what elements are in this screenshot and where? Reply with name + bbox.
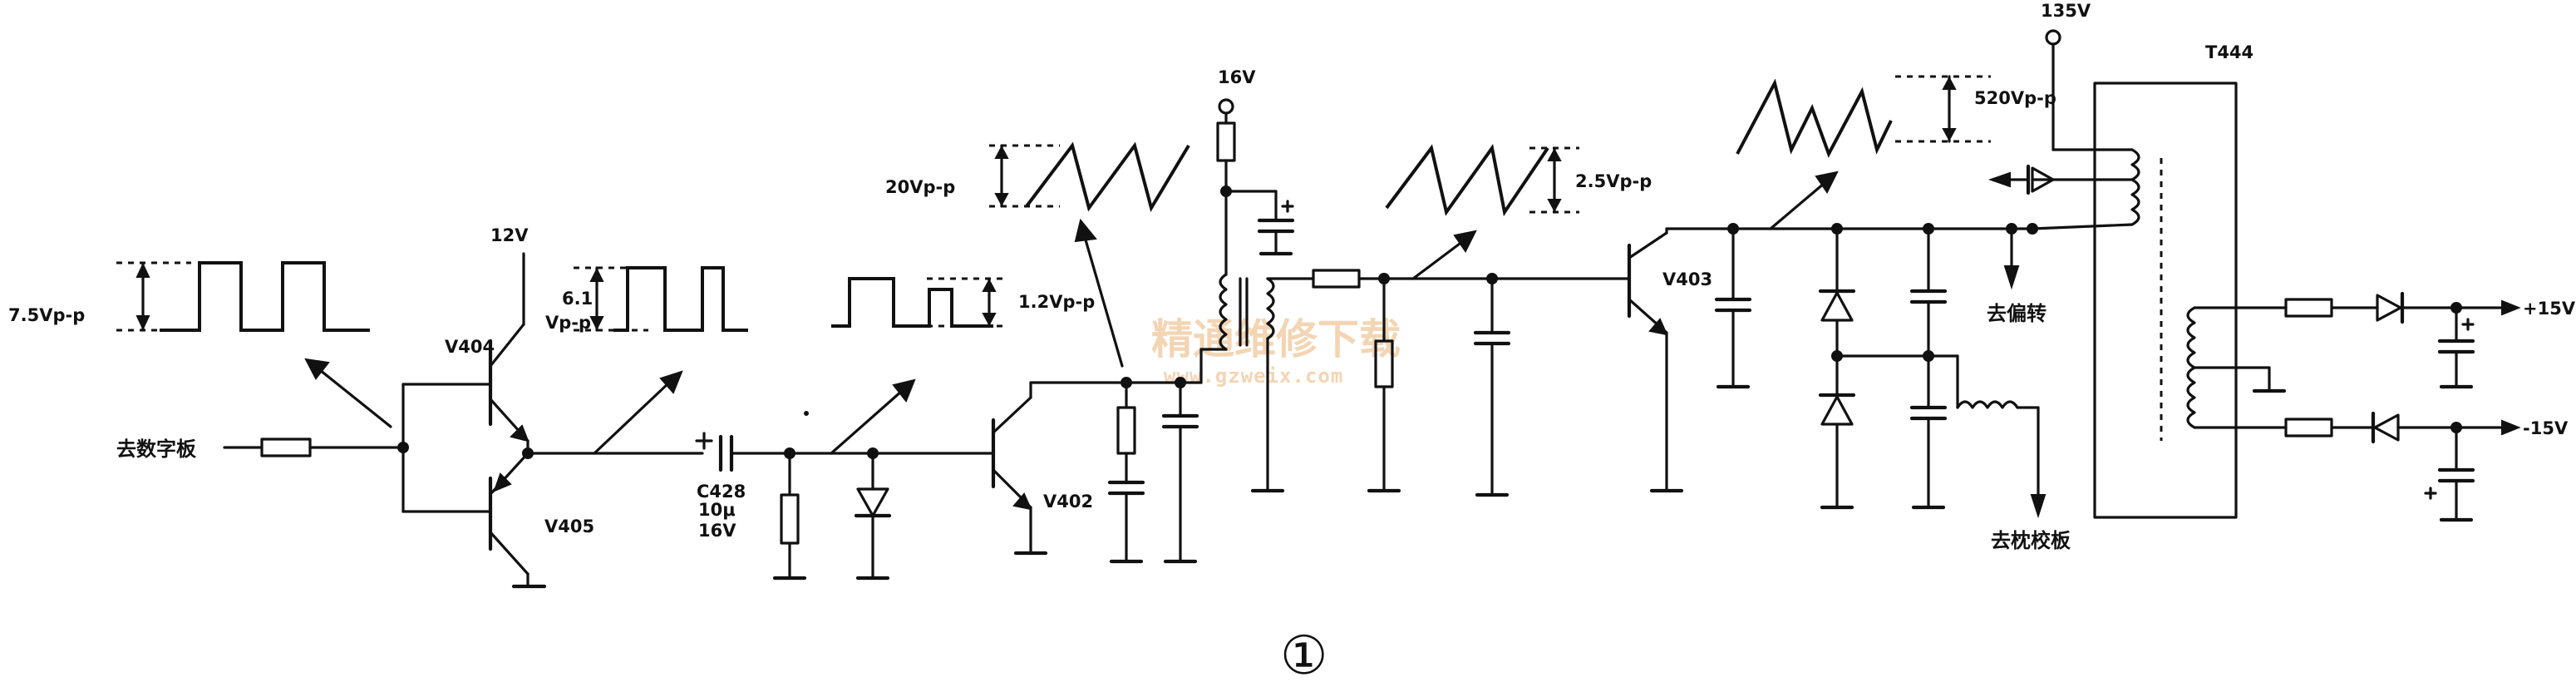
transistor-v405: V405 bbox=[488, 452, 594, 589]
input-resistor bbox=[260, 437, 312, 457]
waveform-20vpp: 20Vp-p bbox=[885, 141, 1190, 213]
transistor-v402: V402 bbox=[991, 218, 1203, 564]
label-c428: C428 bbox=[697, 482, 746, 502]
waveform-2-5vpp: 2.5Vp-p bbox=[1385, 144, 1652, 217]
label-c428-voltage: 16V bbox=[698, 521, 736, 541]
watermark-title: 精通维修下载 bbox=[1151, 315, 1401, 363]
label-to-digital-board: 去数字板 bbox=[116, 437, 197, 461]
label-c428-value: 10μ bbox=[698, 500, 736, 520]
watermark-url: www.gzweix.com bbox=[1164, 364, 1343, 388]
plus-15v-output: +15V bbox=[2284, 291, 2576, 389]
label-v403: V403 bbox=[1662, 269, 1712, 289]
label-2-5vpp: 2.5Vp-p bbox=[1575, 171, 1652, 191]
label-v404: V404 bbox=[445, 337, 495, 357]
label-7-5vpp: 7.5Vp-p bbox=[8, 305, 85, 325]
label-v405: V405 bbox=[544, 517, 594, 536]
label-plus-15v: +15V bbox=[2523, 299, 2576, 319]
label-1-2vpp: 1.2Vp-p bbox=[1018, 292, 1095, 312]
bias-network bbox=[772, 378, 995, 581]
label-520vpp: 520Vp-p bbox=[1974, 88, 2056, 108]
label-135v: 135V bbox=[2041, 1, 2091, 21]
figure-number: ① bbox=[1280, 625, 1327, 687]
waveform-520vpp: 520Vp-p bbox=[1736, 75, 2056, 158]
label-to-deflection: 去偏转 bbox=[1987, 302, 2047, 325]
transistor-v403: V403 bbox=[1627, 227, 2034, 493]
output-network: 去枕校板 去偏转 bbox=[1714, 171, 2071, 552]
waveform-7-5vpp: 7.5Vp-p bbox=[8, 261, 392, 428]
waveform-6-1vpp: 6.1 Vp-p bbox=[545, 266, 748, 333]
transformer-outline bbox=[2093, 82, 2238, 519]
label-6-1: 6.1 bbox=[562, 289, 593, 309]
transistor-v404: 12V V404 bbox=[445, 225, 529, 442]
input-stage: 去数字板 bbox=[116, 383, 492, 513]
label-12v: 12V bbox=[490, 225, 529, 245]
watermark: 精通维修下载 www.gzweix.com bbox=[1151, 315, 1401, 388]
label-20vpp: 20Vp-p bbox=[885, 177, 955, 197]
label-to-pillow-board: 去枕校板 bbox=[1991, 529, 2071, 552]
label-minus-15v: -15V bbox=[2523, 418, 2569, 438]
interstage-network bbox=[1312, 230, 1631, 497]
driver-transformer: 16V bbox=[1199, 67, 1315, 493]
label-6-1-vpp: Vp-p bbox=[545, 313, 591, 333]
label-v402: V402 bbox=[1043, 492, 1093, 512]
minus-15v-output: -15V bbox=[2284, 411, 2569, 522]
label-t444: T444 bbox=[2205, 42, 2253, 62]
waveform-1-2vpp: 1.2Vp-p bbox=[831, 277, 1095, 328]
capacitor-c428: C428 10μ 16V bbox=[695, 432, 791, 541]
pair-output-node bbox=[522, 370, 704, 459]
flyback-transformer-t444: 135V T444 bbox=[1987, 1, 2288, 519]
label-16v: 16V bbox=[1218, 67, 1256, 87]
